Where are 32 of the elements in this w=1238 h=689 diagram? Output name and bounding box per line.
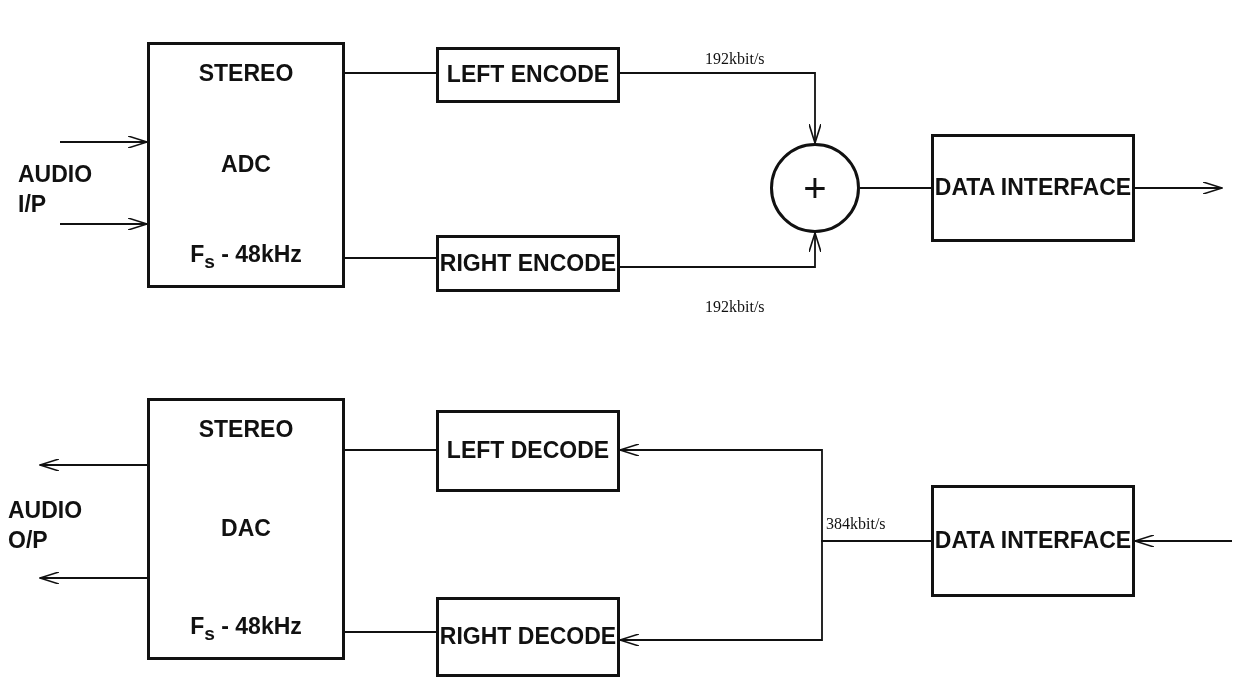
block-label: RIGHT DECODE	[439, 622, 617, 652]
block-box	[436, 597, 620, 677]
block-label: DATA INTERFACE	[934, 526, 1132, 556]
connector-arrow	[39, 458, 148, 472]
block-label: DAC	[221, 513, 271, 543]
block-box	[931, 134, 1135, 242]
connector-arrow	[1134, 181, 1223, 195]
summing-junction	[770, 143, 860, 233]
connector-arrow	[59, 135, 148, 149]
signal-label: AUDIO I/P	[18, 160, 94, 219]
block-label: F$_{s}$ - 48kHz	[190, 612, 302, 647]
block-label: LEFT DECODE	[446, 436, 610, 466]
block-label: STEREO	[198, 59, 294, 88]
connector-arrow	[619, 72, 822, 144]
connector-arrow	[1134, 534, 1233, 548]
connector-arrow	[619, 232, 822, 268]
block-label: STEREO	[198, 415, 294, 444]
block-box	[436, 235, 620, 292]
block-label: RIGHT ENCODE	[439, 248, 617, 278]
block-box	[436, 410, 620, 492]
connector-arrow	[39, 571, 148, 585]
connector-arrow	[59, 217, 148, 231]
block-box	[147, 42, 345, 288]
block-label: ADC	[221, 149, 271, 179]
block-label: F$_{s}$ - 48kHz	[190, 240, 302, 275]
block-box	[931, 485, 1135, 597]
block-label: DATA INTERFACE	[934, 173, 1132, 203]
block-box	[436, 47, 620, 103]
signal-label: AUDIO O/P	[8, 496, 84, 555]
block-box	[147, 398, 345, 660]
plus-sign: +	[803, 168, 827, 208]
block-label: LEFT ENCODE	[446, 60, 610, 90]
